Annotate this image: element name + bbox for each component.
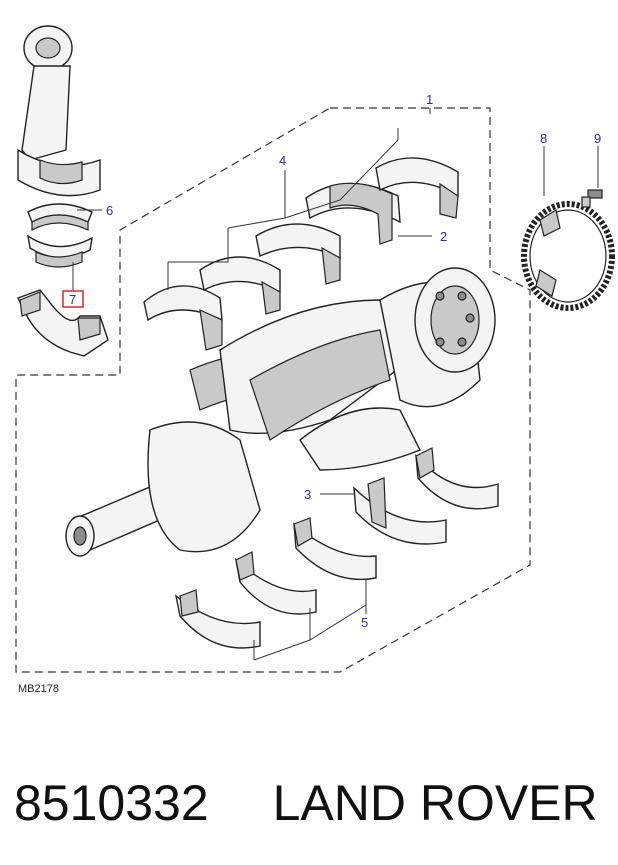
diagram-reference-code: MB2178 <box>18 683 59 695</box>
callout-6: 6 <box>106 203 113 218</box>
lower-main-bearing-shells-part <box>174 447 499 649</box>
callout-5: 5 <box>361 615 368 630</box>
leader-lines <box>72 108 599 661</box>
callout-7-highlight-box <box>62 290 84 308</box>
exploded-parts-diagram: 1 2 3 4 5 6 7 8 9 MB2178 <box>15 25 615 695</box>
bolt-part <box>581 189 603 208</box>
callout-7: 7 <box>69 292 76 307</box>
callout-1: 1 <box>426 92 433 107</box>
brand-name: LAND ROVER <box>272 775 598 831</box>
callout-2: 2 <box>440 229 447 244</box>
callout-8: 8 <box>540 131 547 146</box>
caption: 8510332 LAND ROVER <box>14 758 614 848</box>
rod-cap-part <box>17 289 109 357</box>
crankshaft-part <box>65 267 496 557</box>
assembly-boundary <box>15 107 531 673</box>
reluctor-ring-part <box>521 201 615 311</box>
callout-3: 3 <box>304 487 311 502</box>
upper-main-bearing-shells-part <box>143 157 459 351</box>
rod-bearing-shell-upper-part <box>27 203 93 232</box>
rod-bearing-shell-lower-part <box>27 234 93 268</box>
connecting-rod-part <box>17 25 101 197</box>
part-number: 8510332 <box>14 775 209 831</box>
callout-4: 4 <box>279 153 286 168</box>
callout-9: 9 <box>594 131 601 146</box>
